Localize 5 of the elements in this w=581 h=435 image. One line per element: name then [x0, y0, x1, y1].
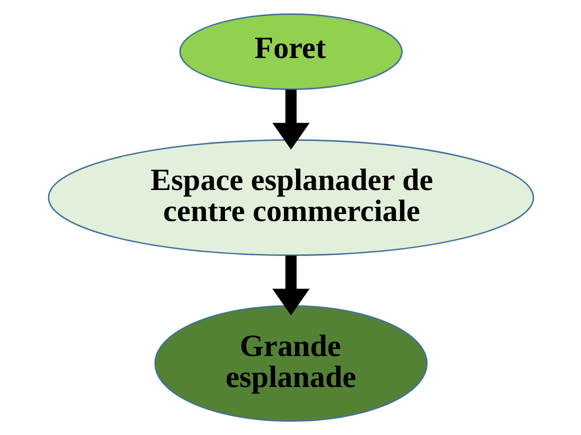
node-ellipse: Espace esplanader de centre commerciale: [47, 139, 534, 256]
node-ellipse: Foret: [178, 13, 402, 90]
arrow: [272, 256, 310, 316]
node-ellipse: Grande esplanade: [154, 305, 428, 422]
arrow: [272, 90, 310, 150]
